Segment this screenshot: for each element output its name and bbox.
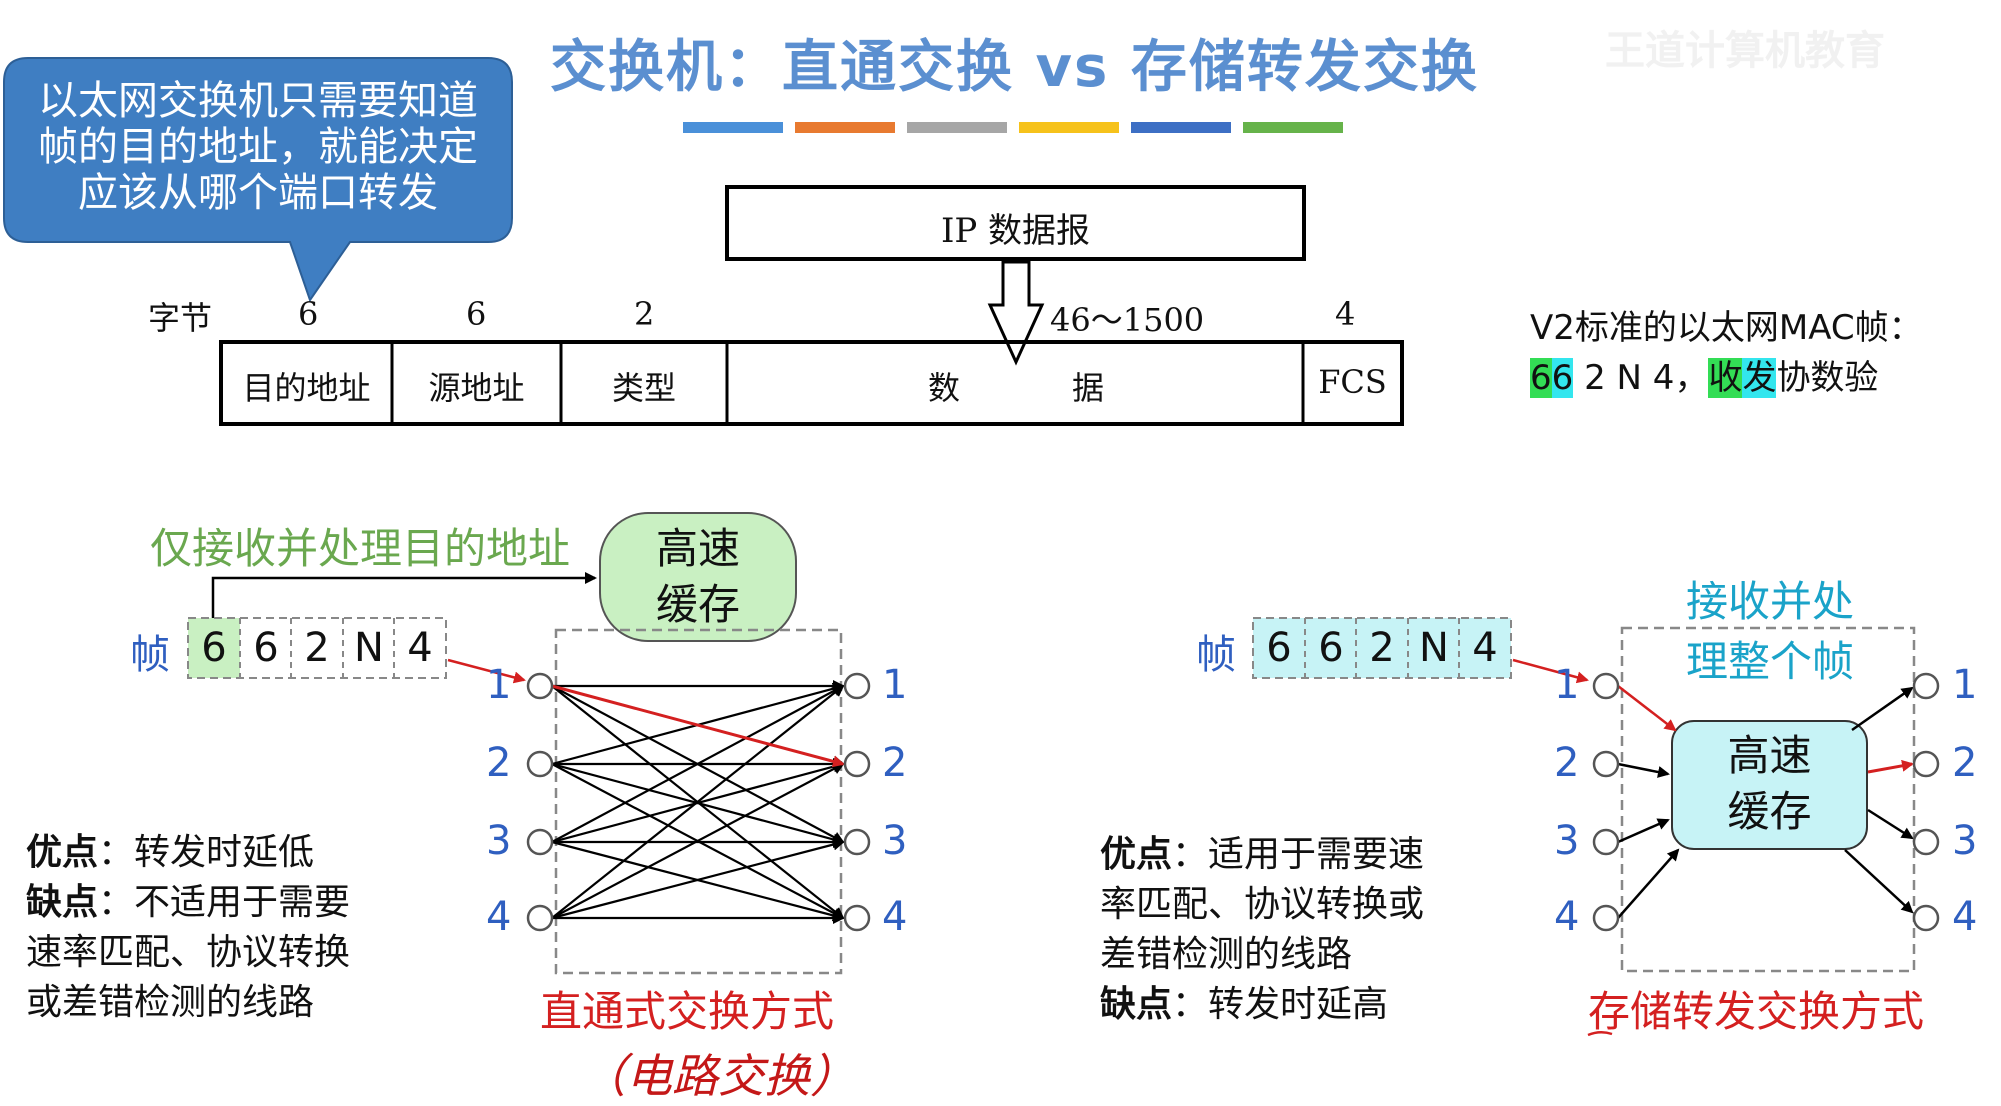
field-data-1: 数: [928, 369, 961, 407]
store-forward-frame-cell: 2: [1369, 625, 1395, 671]
cut-through-method-label: 直通式交换方式: [540, 987, 835, 1036]
v2-note-sequence: 66 2 N 4，收发协数验: [1530, 358, 1879, 398]
cut-through-frame-cell: 2: [304, 625, 330, 671]
store-forward-out-port-4: 4: [1952, 894, 1978, 940]
color-bar-6: [1243, 122, 1343, 133]
size-dest: 6: [298, 295, 319, 333]
cut-through-frame-cell: 6: [201, 625, 227, 671]
cut-through-in-port-2: 2: [486, 740, 512, 786]
store-forward-frame-cell: 6: [1266, 625, 1292, 671]
store-forward-in-port-4: 4: [1554, 894, 1580, 940]
cut-through-out-port-3: 3: [882, 818, 908, 864]
cut-through-pros-cons: 优点：转发时延低 缺点：不适用于需要 速率匹配、协议转换 或差错检测的线路: [26, 832, 351, 1023]
callout-text: 以太网交换机只需要知道 帧的目的地址，就能决定 应该从哪个端口转发: [28, 78, 488, 216]
color-bar-5: [1131, 122, 1231, 133]
store-forward-switch: [1620, 626, 1916, 973]
cut-through-in-port-1: 1: [486, 662, 512, 708]
store-forward-out-port-3: 3: [1952, 818, 1978, 864]
cut-through-cache: [599, 512, 797, 642]
store-forward-frame-label: 帧: [1196, 632, 1236, 678]
ip-datagram-label: IP 数据报: [940, 211, 1091, 251]
bytes-label: 字节: [148, 299, 213, 337]
color-bar-2: [795, 122, 895, 133]
color-bar-3: [907, 122, 1007, 133]
size-type: 2: [634, 295, 655, 333]
store-forward-out-port-2: 2: [1952, 740, 1978, 786]
store-forward-method-label: 存储转发交换方式: [1588, 987, 1925, 1036]
size-data: 46～1500: [1050, 301, 1205, 339]
field-src-addr: 源地址: [428, 369, 525, 407]
size-fcs: 4: [1335, 295, 1356, 333]
store-forward-frame-cell: N: [1419, 625, 1449, 671]
store-forward-frame-cell: 6: [1318, 625, 1344, 671]
callout-line-1: 以太网交换机只需要知道: [38, 78, 478, 124]
store-forward-in-port-2: 2: [1554, 740, 1580, 786]
field-type: 类型: [611, 369, 676, 407]
store-forward-in-port-1: 1: [1554, 662, 1580, 708]
color-bar-4: [1019, 122, 1119, 133]
store-forward-note-1: 接收并处: [1685, 577, 1854, 626]
cut-through-cache-label: 高速 缓存: [655, 524, 740, 629]
color-bar-1: [683, 122, 783, 133]
store-forward-cache: [1671, 720, 1868, 850]
page-title: 交换机：直通交换 vs 存储转发交换: [550, 35, 1479, 100]
cut-through-out-port-4: 4: [882, 894, 908, 940]
mac-frame-box: [219, 340, 1404, 426]
field-dest-addr: 目的地址: [242, 369, 371, 407]
field-fcs: FCS: [1318, 363, 1387, 401]
callout-bubble: [3, 57, 513, 303]
callout-line-2: 帧的目的地址，就能决定: [38, 124, 478, 170]
callout-line-3: 应该从哪个端口转发: [78, 170, 438, 216]
v2-note-title: V2标准的以太网MAC帧：: [1530, 308, 1923, 348]
cut-through-out-port-1: 1: [882, 662, 908, 708]
cut-through-frame-cell: N: [354, 625, 384, 671]
cut-through-out-port-2: 2: [882, 740, 908, 786]
cut-through-frame-label: 帧: [130, 632, 170, 678]
cut-through-switch: [554, 628, 843, 975]
store-forward-frame-cell: 4: [1472, 625, 1498, 671]
crossbar: [551, 680, 845, 924]
cut-through-in-port-4: 4: [486, 894, 512, 940]
ip-datagram-box: [725, 185, 1306, 261]
store-forward-cache-label: 高速 缓存: [1727, 731, 1812, 836]
store-forward-pros-cons: 优点：适用于需要速 率匹配、协议转换或 差错检测的线路 缺点：转发时延高: [1100, 834, 1425, 1025]
cut-through-in-port-3: 3: [486, 818, 512, 864]
size-src: 6: [466, 295, 487, 333]
store-forward-note-2: 理整个帧: [1685, 637, 1854, 686]
store-forward-out-port-1: 1: [1952, 662, 1978, 708]
ip-to-data-arrow: [987, 260, 1045, 366]
cut-through-frame-cell: 6: [253, 625, 279, 671]
cut-through-frame-cell: 4: [407, 625, 433, 671]
store-forward-in-port-3: 3: [1554, 818, 1580, 864]
watermark: 王道计算机教育: [1605, 28, 1885, 74]
field-data-2: 据: [1072, 369, 1105, 407]
handwritten-note: （电路交换）: [580, 1049, 856, 1103]
cut-through-note: 仅接收并处理目的地址: [150, 524, 571, 573]
